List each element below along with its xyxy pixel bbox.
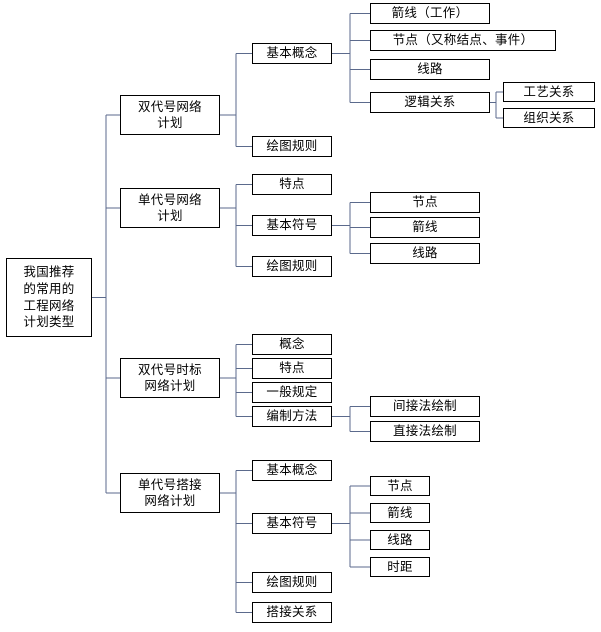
tree-node[interactable]: 基本符号 <box>252 513 332 534</box>
tree-node-label: 我国推荐 的常用的 工程网络 计划类型 <box>23 264 75 330</box>
tree-node-label: 基本概念 <box>266 463 318 478</box>
tree-node-label: 特点 <box>279 177 305 192</box>
tree-node-label: 基本概念 <box>266 46 318 61</box>
tree-node[interactable]: 间接法绘制 <box>370 396 480 417</box>
tree-node-label: 线路 <box>412 246 438 261</box>
tree-node[interactable]: 概念 <box>252 334 332 355</box>
tree-node-label: 箭线（工作） <box>391 6 469 21</box>
tree-node[interactable]: 基本概念 <box>252 43 332 64</box>
tree-node-label: 一般规定 <box>266 385 318 400</box>
tree-node[interactable]: 基本概念 <box>252 460 332 481</box>
tree-node[interactable]: 线路 <box>370 243 480 264</box>
tree-node[interactable]: 节点 <box>370 476 430 496</box>
tree-node-label: 单代号网络 计划 <box>137 192 202 223</box>
tree-node[interactable]: 双代号时标 网络计划 <box>120 358 220 398</box>
tree-node-label: 组织关系 <box>523 110 575 125</box>
tree-node[interactable]: 工艺关系 <box>503 82 595 102</box>
tree-node[interactable]: 特点 <box>252 174 332 195</box>
tree-node[interactable]: 线路 <box>370 530 430 550</box>
tree-node-label: 节点（又称结点、事件） <box>392 33 534 48</box>
tree-node-label: 绘图规则 <box>266 139 318 154</box>
tree-node-label: 直接法绘制 <box>392 424 457 439</box>
tree-node[interactable]: 搭接关系 <box>252 602 332 623</box>
tree-node-label: 基本符号 <box>266 516 318 531</box>
tree-node-label: 编制方法 <box>266 409 318 424</box>
tree-node-label: 基本符号 <box>266 218 318 233</box>
tree-node-label: 箭线 <box>412 220 438 235</box>
tree-node[interactable]: 基本符号 <box>252 215 332 236</box>
tree-node-label: 概念 <box>279 337 305 352</box>
tree-node[interactable]: 双代号网络 计划 <box>120 95 220 135</box>
tree-node-label: 节点 <box>387 478 413 493</box>
tree-node-label: 间接法绘制 <box>392 399 457 414</box>
tree-node[interactable]: 绘图规则 <box>252 136 332 157</box>
tree-node[interactable]: 一般规定 <box>252 382 332 403</box>
tree-node-label: 节点 <box>412 195 438 210</box>
tree-node[interactable]: 单代号搭接 网络计划 <box>120 473 220 513</box>
tree-node[interactable]: 时距 <box>370 557 430 577</box>
tree-node-label: 线路 <box>417 62 443 77</box>
tree-node[interactable]: 绘图规则 <box>252 572 332 593</box>
tree-node-label: 双代号时标 网络计划 <box>137 362 202 393</box>
tree-node[interactable]: 节点 <box>370 192 480 213</box>
tree-node[interactable]: 线路 <box>370 59 490 80</box>
tree-node-label: 逻辑关系 <box>404 95 456 110</box>
tree-node[interactable]: 直接法绘制 <box>370 421 480 442</box>
tree-node[interactable]: 组织关系 <box>503 108 595 128</box>
tree-node-root[interactable]: 我国推荐 的常用的 工程网络 计划类型 <box>6 258 92 337</box>
tree-node-label: 线路 <box>387 532 413 547</box>
tree-node-label: 绘图规则 <box>266 575 318 590</box>
tree-node[interactable]: 箭线 <box>370 217 480 238</box>
tree-node[interactable]: 特点 <box>252 358 332 379</box>
tree-node-label: 绘图规则 <box>266 259 318 274</box>
tree-node-label: 特点 <box>279 361 305 376</box>
tree-node-label: 工艺关系 <box>523 84 575 99</box>
tree-node[interactable]: 单代号网络 计划 <box>120 188 220 228</box>
tree-node-label: 双代号网络 计划 <box>137 99 202 130</box>
tree-node[interactable]: 箭线 <box>370 503 430 523</box>
tree-node[interactable]: 节点（又称结点、事件） <box>370 30 556 51</box>
tree-node[interactable]: 编制方法 <box>252 406 332 427</box>
tree-node[interactable]: 绘图规则 <box>252 256 332 277</box>
tree-node[interactable]: 箭线（工作） <box>370 3 490 24</box>
tree-node-label: 箭线 <box>387 505 413 520</box>
tree-node-label: 单代号搭接 网络计划 <box>137 477 202 508</box>
tree-node-label: 时距 <box>387 559 413 574</box>
tree-node[interactable]: 逻辑关系 <box>370 92 490 113</box>
tree-node-label: 搭接关系 <box>266 605 318 620</box>
